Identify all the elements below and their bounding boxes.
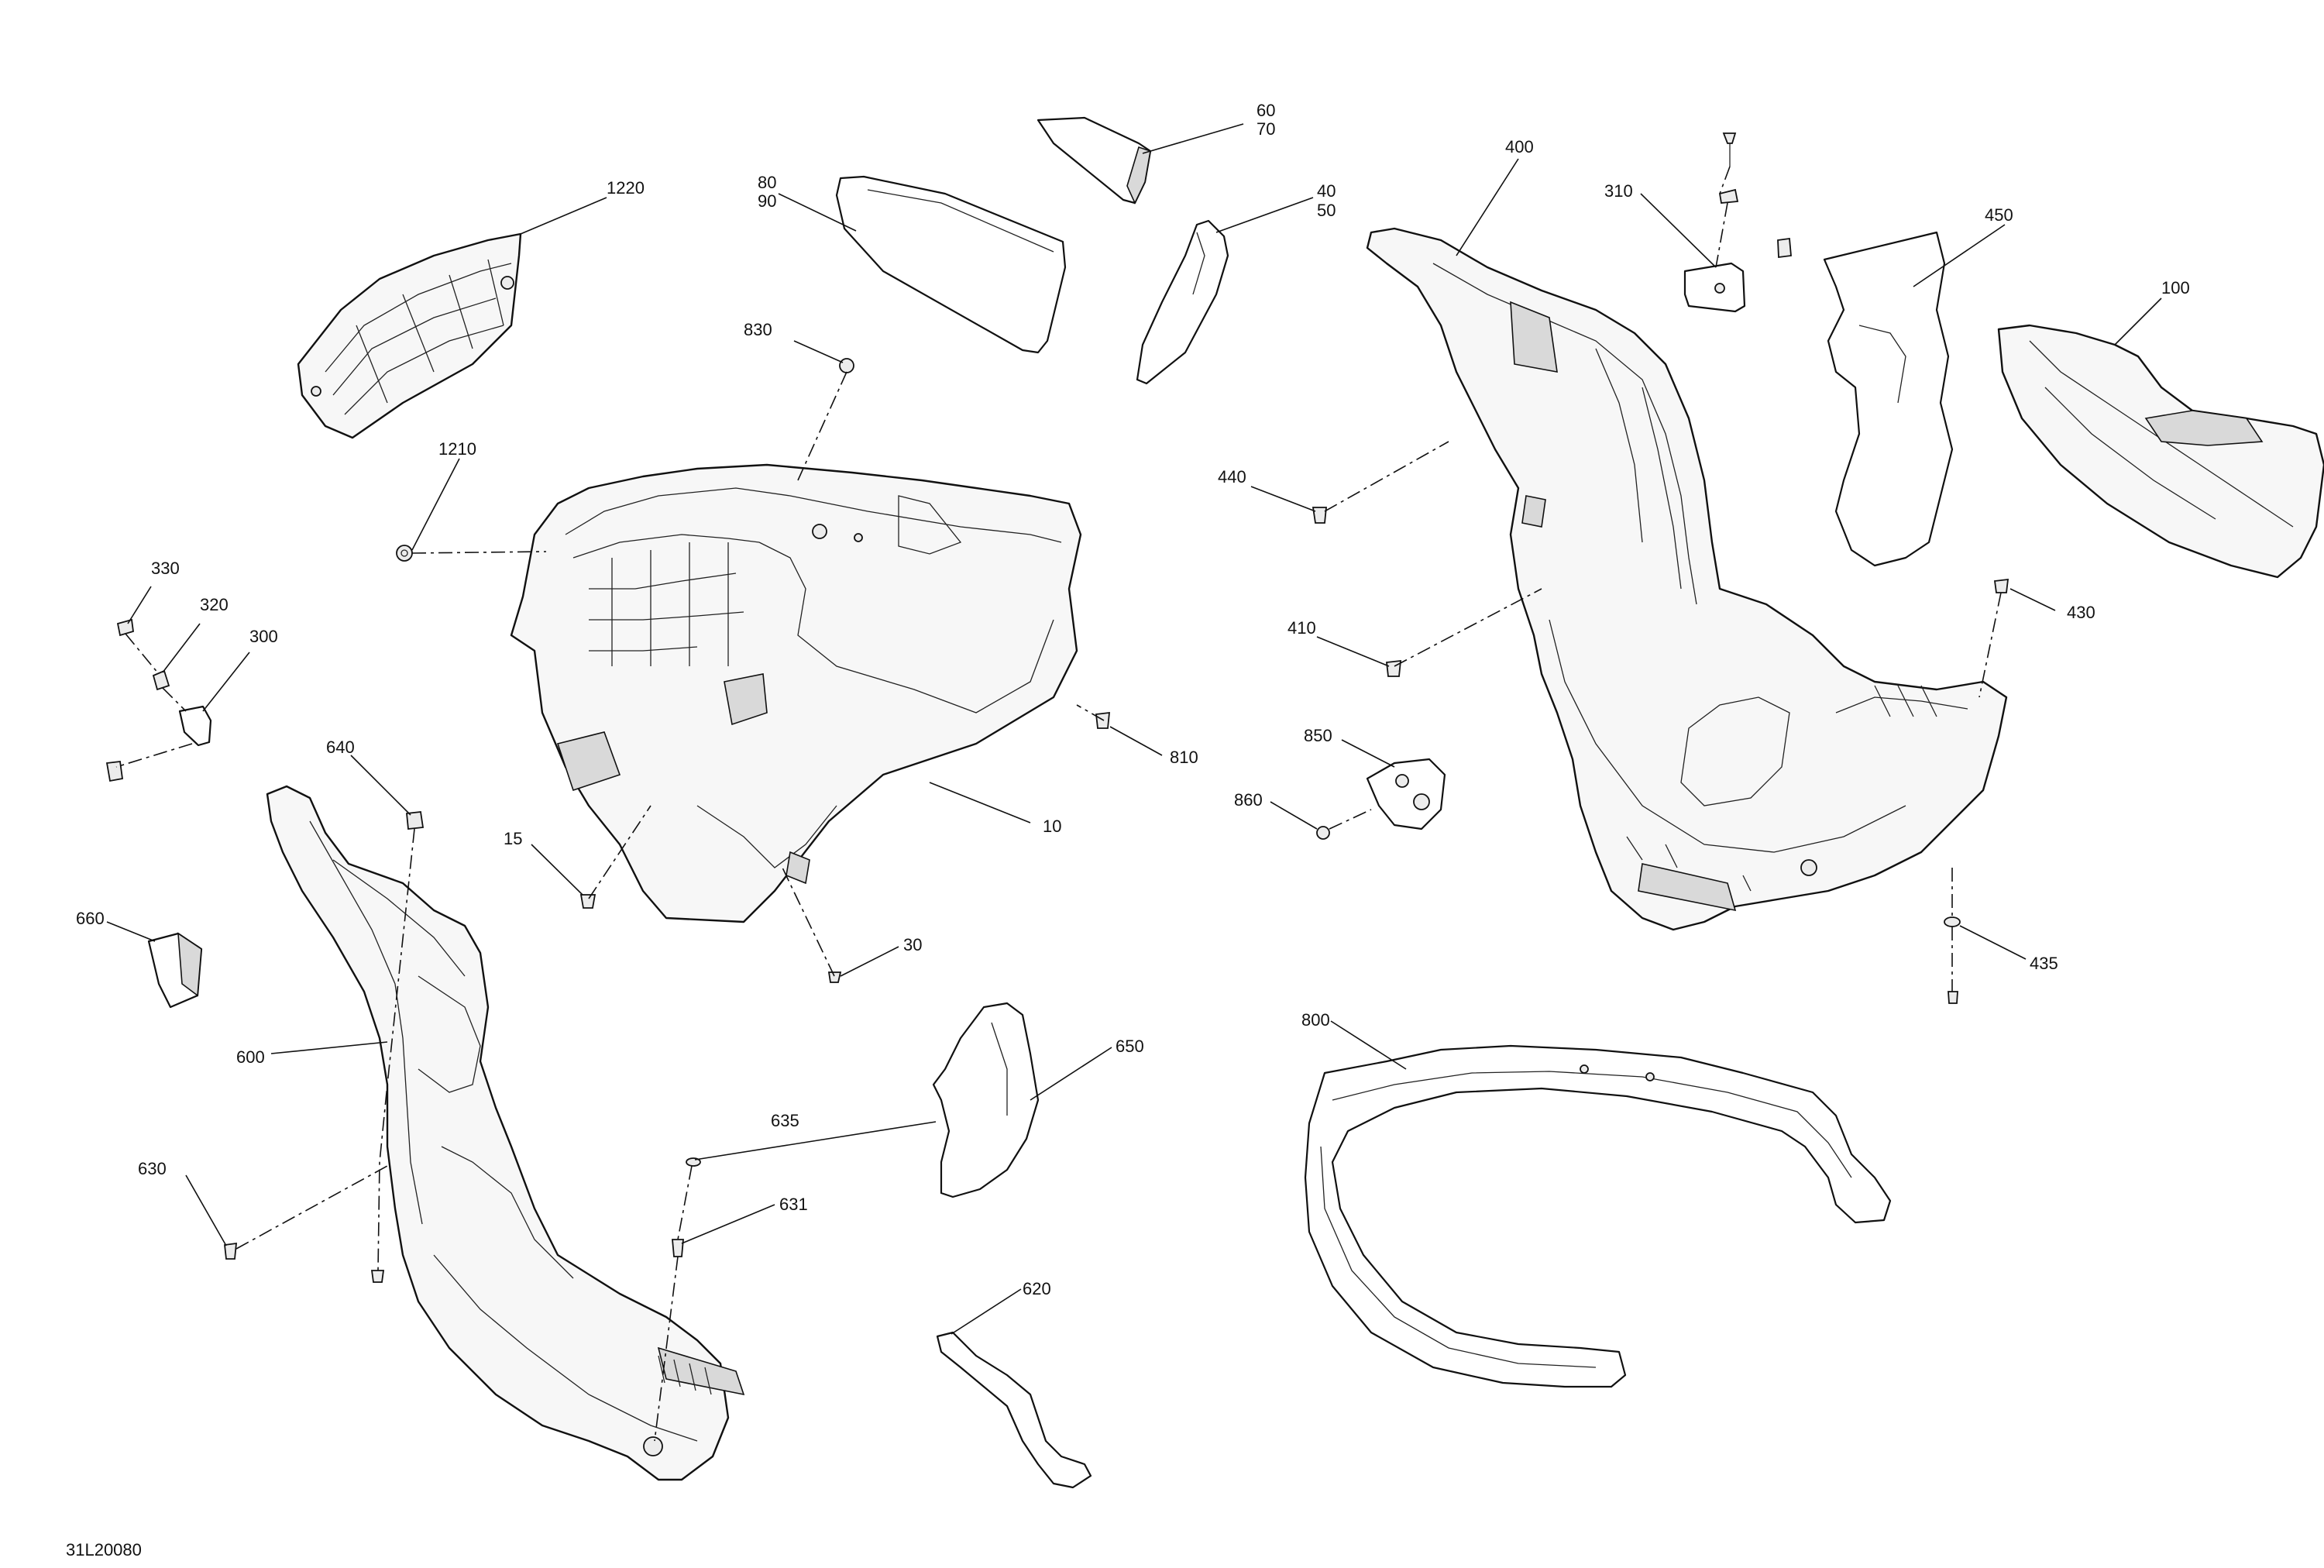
callout-440: 440 <box>1218 467 1246 487</box>
part-300-bracket-group <box>105 618 212 782</box>
part-1210-nut <box>396 545 413 562</box>
callout-40: 40 <box>1317 181 1336 201</box>
callout-450: 450 <box>1985 205 2013 225</box>
callout-330: 330 <box>151 559 180 578</box>
callout-410: 410 <box>1287 618 1316 638</box>
part-1220-grille <box>297 232 522 439</box>
part-650-panel <box>932 1002 1040 1198</box>
callout-10: 10 <box>1043 817 1061 836</box>
part-850-bracket <box>1366 758 1446 830</box>
callout-15: 15 <box>504 829 522 848</box>
part-60-wedge <box>1037 116 1152 205</box>
part-310-bracket <box>1683 132 1792 313</box>
callout-80: 80 <box>758 173 776 192</box>
part-620-seal <box>936 1331 1092 1489</box>
callout-1220: 1220 <box>607 178 645 198</box>
callout-320: 320 <box>200 595 229 614</box>
callout-70: 70 <box>1257 119 1275 139</box>
callout-90: 90 <box>758 191 776 211</box>
callout-50: 50 <box>1317 201 1336 220</box>
part-640-clip <box>406 811 425 830</box>
callout-620: 620 <box>1023 1279 1051 1298</box>
fasteners-lower-left <box>224 1157 701 1283</box>
callout-600: 600 <box>236 1047 265 1067</box>
callout-810: 810 <box>1170 748 1198 767</box>
part-600-side-panel <box>266 785 745 1481</box>
callout-800: 800 <box>1301 1010 1330 1030</box>
part-100-fender <box>1997 324 2324 579</box>
callout-860: 860 <box>1234 790 1263 810</box>
assembly-lines <box>115 166 2002 1442</box>
drawing-number: 31L20080 <box>66 1540 142 1559</box>
callout-1210: 1210 <box>438 439 476 459</box>
part-800-grab-bar <box>1304 1044 1892 1388</box>
part-830-clip <box>839 358 854 373</box>
callout-630: 630 <box>138 1159 167 1178</box>
callout-850: 850 <box>1304 726 1332 745</box>
callout-labels: 1220 80 90 60 70 40 50 400 310 450 100 8… <box>76 101 2190 1298</box>
leader-lines <box>106 123 2162 1335</box>
callout-631: 631 <box>779 1195 808 1214</box>
callout-30: 30 <box>903 935 922 954</box>
callout-430: 430 <box>2067 603 2095 622</box>
part-400-side-fairing <box>1366 227 2008 931</box>
callout-635: 635 <box>771 1111 799 1130</box>
callout-300: 300 <box>249 627 278 646</box>
callout-435: 435 <box>2030 954 2058 973</box>
callout-660: 660 <box>76 909 105 928</box>
callout-650: 650 <box>1116 1037 1144 1056</box>
part-450-panel <box>1823 231 1954 567</box>
part-80-pad <box>835 175 1067 354</box>
callout-310: 310 <box>1604 181 1633 201</box>
callout-100: 100 <box>2161 278 2190 297</box>
callout-400: 400 <box>1505 137 1534 156</box>
callout-830: 830 <box>744 320 772 339</box>
fasteners <box>579 507 2009 1004</box>
callout-60: 60 <box>1257 101 1275 120</box>
part-660-cap <box>147 932 203 1009</box>
part-10-console-body <box>510 463 1082 923</box>
part-40-blade <box>1136 219 1229 385</box>
callout-640: 640 <box>326 738 355 757</box>
